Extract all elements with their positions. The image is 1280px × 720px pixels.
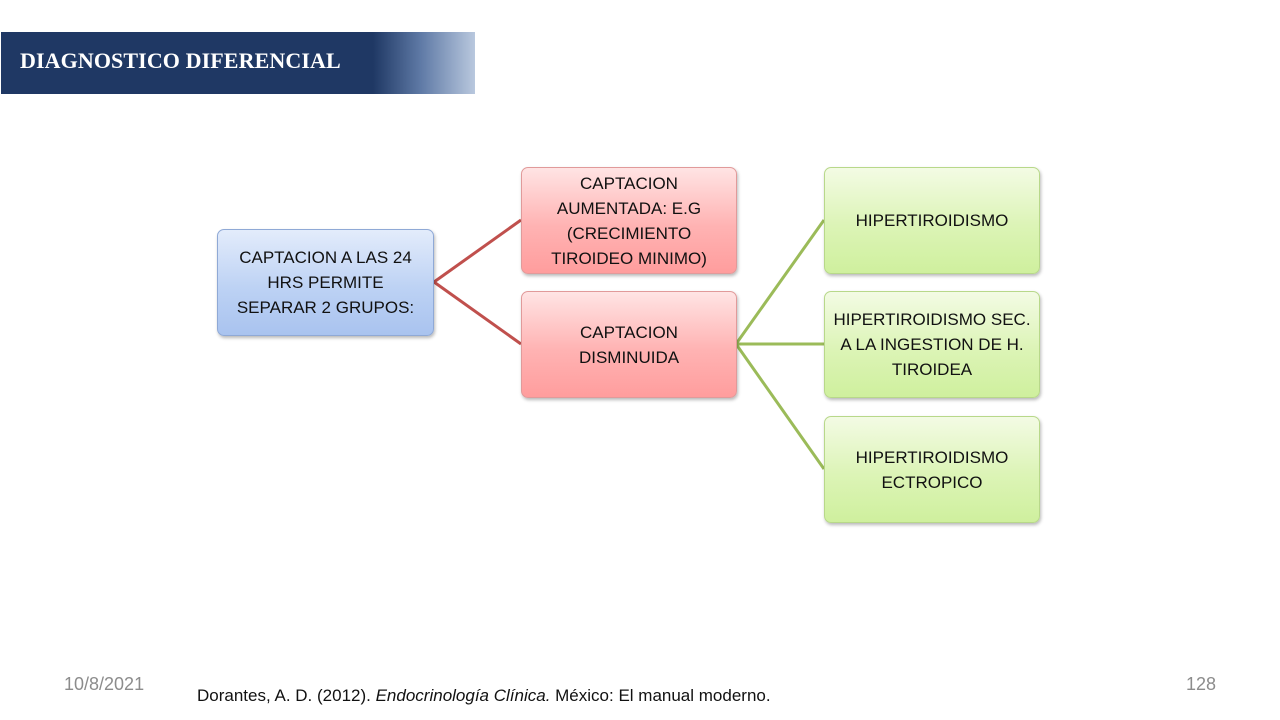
- citation-prefix: Dorantes, A. D. (2012).: [197, 686, 376, 705]
- leaf-node-ingestion: HIPERTIROIDISMO SEC. A LA INGESTION DE H…: [824, 291, 1040, 398]
- group-node-aumentada: CAPTACION AUMENTADA: E.G (CRECIMIENTO TI…: [521, 167, 737, 274]
- root-node-text: CAPTACION A LAS 24 HRS PERMITE SEPARAR 2…: [236, 248, 415, 317]
- connector-root-to-disminuida: [433, 280, 522, 346]
- connector-root-to-aumentada: [433, 218, 522, 284]
- leaf-node-ectropico: HIPERTIROIDISMO ECTROPICO: [824, 416, 1040, 523]
- leaf-node-hipertiroidismo: HIPERTIROIDISMO: [824, 167, 1040, 274]
- leaf-node-ectropico-text: HIPERTIROIDISMO ECTROPICO: [855, 447, 1009, 492]
- leaf-node-ingestion-text: HIPERTIROIDISMO SEC. A LA INGESTION DE H…: [833, 310, 1031, 379]
- group-node-disminuida: CAPTACION DISMINUIDA: [521, 291, 737, 398]
- root-node: CAPTACION A LAS 24 HRS PERMITE SEPARAR 2…: [217, 229, 434, 336]
- citation: Dorantes, A. D. (2012). Endocrinología C…: [197, 686, 771, 706]
- group-node-aumentada-text: CAPTACION AUMENTADA: E.G (CRECIMIENTO TI…: [551, 173, 707, 268]
- title-banner: DIAGNOSTICO DIFERENCIAL: [1, 32, 475, 94]
- slide-title: DIAGNOSTICO DIFERENCIAL: [20, 48, 341, 73]
- connector-disminuida-to-ectropico: [734, 343, 826, 470]
- connector-disminuida-to-hipertiroidismo: [734, 219, 826, 345]
- group-node-disminuida-text: CAPTACION DISMINUIDA: [578, 322, 680, 367]
- slide-date: 10/8/2021: [64, 674, 145, 694]
- slide-page-number: 128: [1185, 674, 1216, 694]
- citation-suffix: México: El manual moderno.: [550, 686, 771, 705]
- leaf-node-hipertiroidismo-text: HIPERTIROIDISMO: [855, 211, 1009, 230]
- citation-title: Endocrinología Clínica.: [375, 686, 551, 705]
